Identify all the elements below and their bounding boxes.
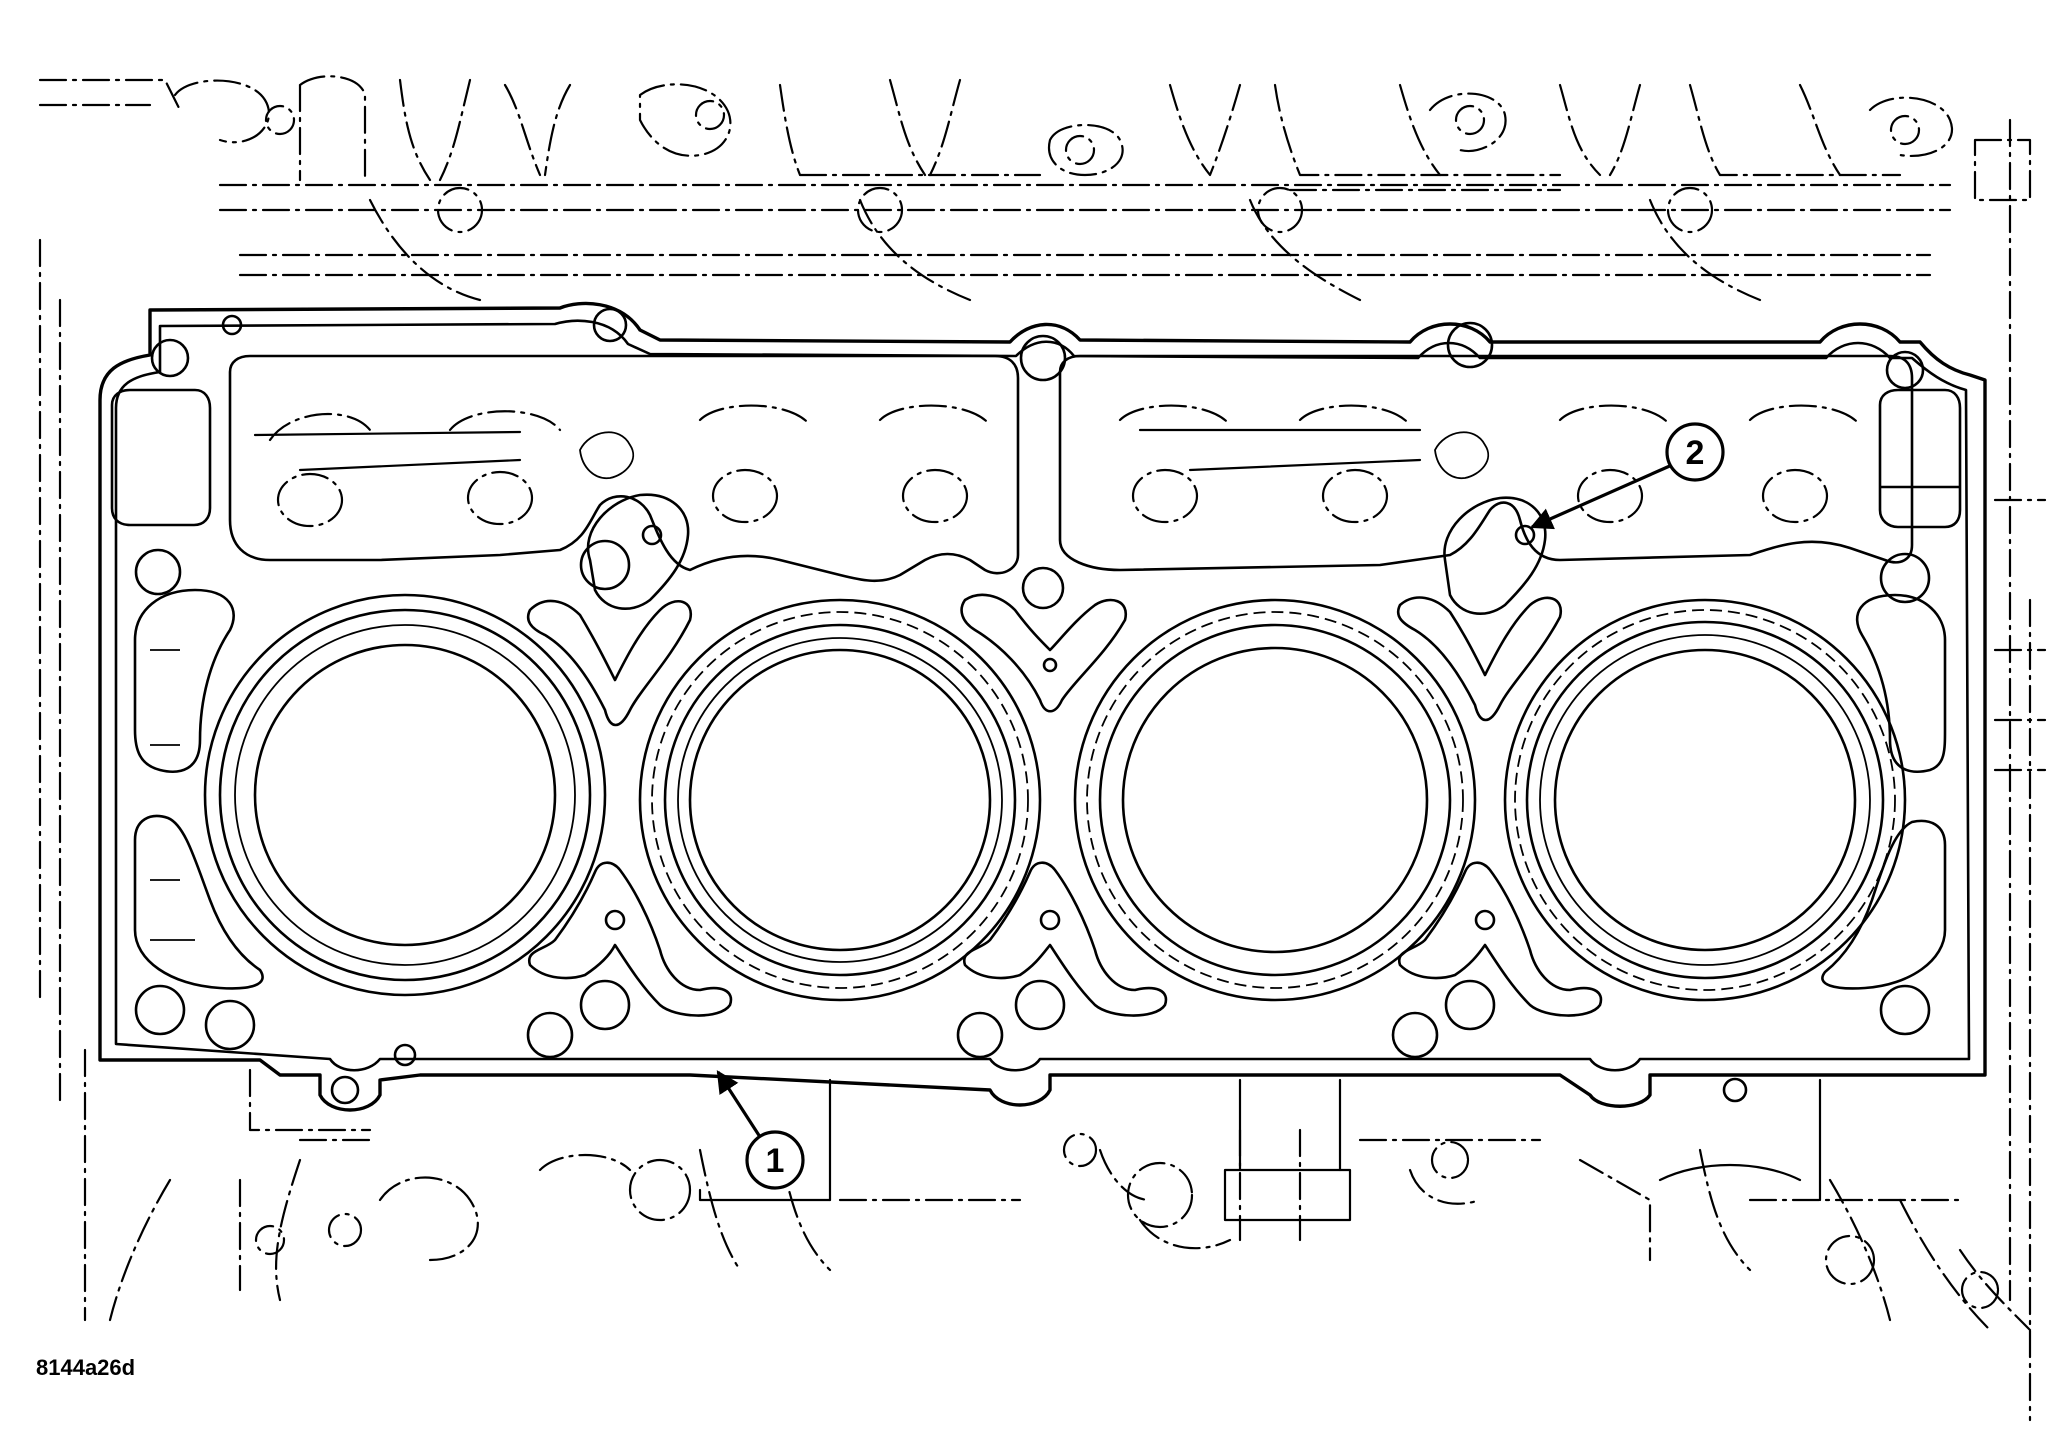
gasket-water-jacket-right bbox=[1058, 354, 1914, 572]
gasket-coolant-slot-right-lower bbox=[1821, 819, 1947, 990]
gasket-oil-passage-left bbox=[586, 493, 690, 610]
gasket-end-port-left bbox=[110, 388, 212, 527]
gasket-bridge-bottom-2 bbox=[962, 861, 1168, 1017]
gasket-outer-edge bbox=[98, 301, 1987, 1112]
gasket-bridge-bottom-3 bbox=[1397, 861, 1603, 1017]
figure-code: 8144a26d bbox=[36, 1355, 136, 1380]
gasket-bridge-top-2 bbox=[960, 593, 1128, 713]
gasket-end-port-right bbox=[1878, 388, 1962, 529]
cylinder-bore-2 bbox=[638, 598, 1042, 1002]
gasket-water-jacket-left bbox=[228, 354, 1020, 583]
callout-1-label: 1 bbox=[766, 1142, 785, 1180]
gasket-bridge-bottom-1 bbox=[527, 861, 733, 1017]
cylinder-bore-1 bbox=[203, 593, 607, 997]
callout-1: 1 bbox=[716, 1070, 805, 1190]
gasket-coolant-slot-left-upper bbox=[133, 588, 235, 773]
gasket-outer-bead bbox=[114, 319, 1971, 1072]
valve-seat-ghosts bbox=[253, 404, 1862, 528]
cylinder-bore-4 bbox=[1503, 598, 1907, 1002]
cylinder-head-gasket bbox=[98, 301, 1987, 1112]
gasket-bridge-top-1 bbox=[526, 599, 693, 727]
engine-block-background bbox=[38, 75, 2047, 1422]
cylinder-bore-3 bbox=[1073, 598, 1477, 1002]
callout-2: 2 bbox=[1529, 422, 1725, 530]
gasket-bridge-top-3 bbox=[1396, 596, 1563, 722]
gasket-coolant-slot-right-upper bbox=[1855, 593, 1947, 773]
gasket-bolt-holes bbox=[134, 307, 1931, 1105]
callout-2-label: 2 bbox=[1686, 434, 1705, 472]
gasket-oil-passage-right bbox=[1443, 496, 1547, 615]
gasket-coolant-slot-left-lower bbox=[133, 814, 264, 990]
